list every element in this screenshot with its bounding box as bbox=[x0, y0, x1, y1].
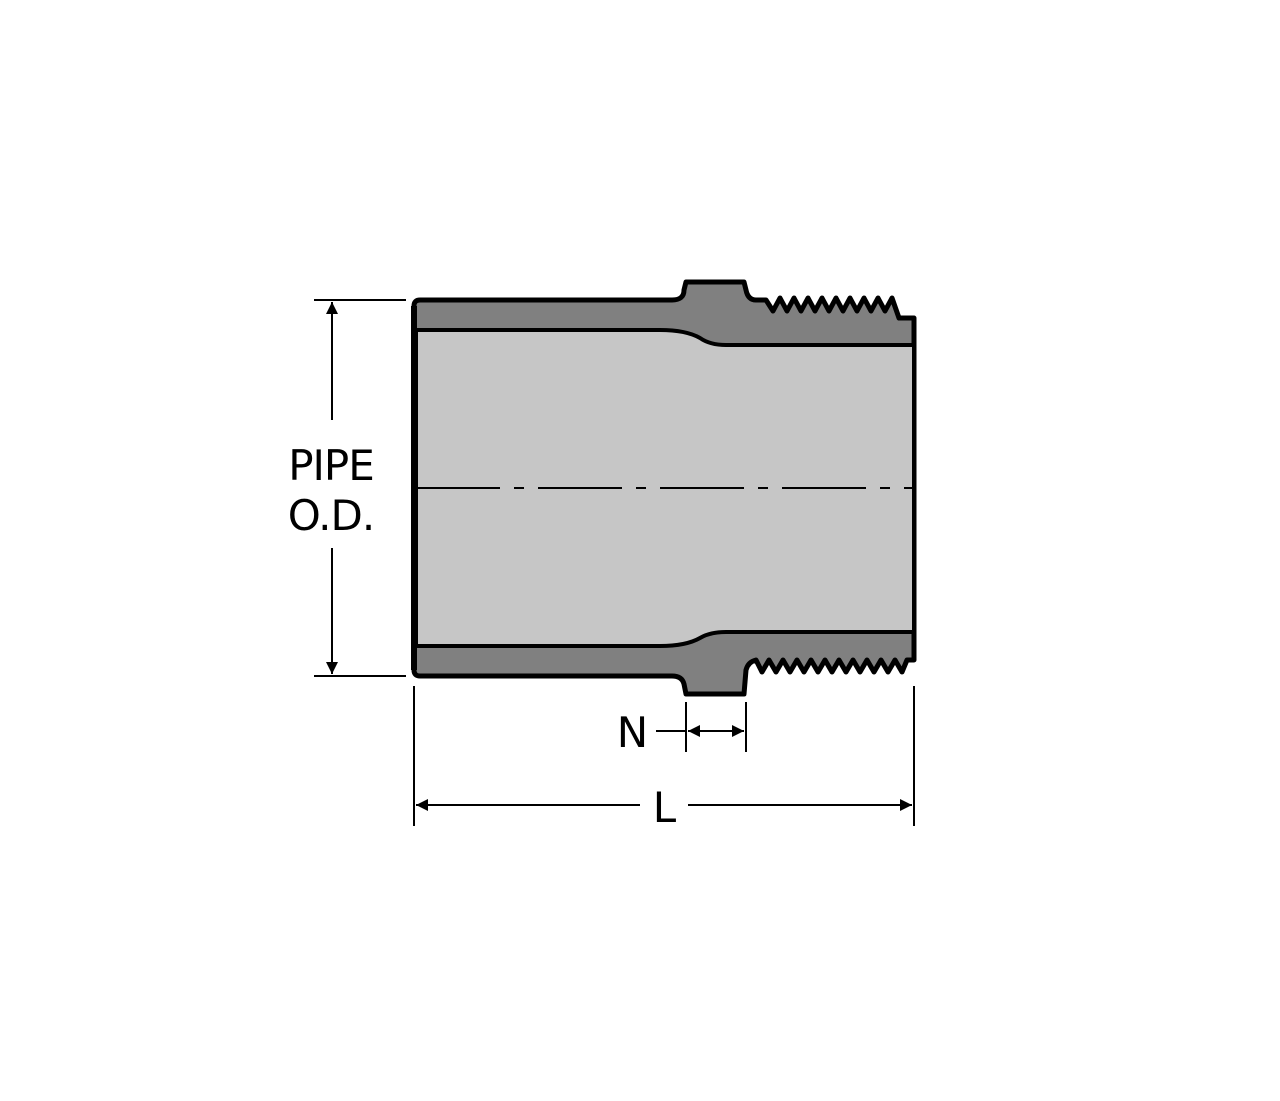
l-dimension-label: L bbox=[653, 783, 677, 832]
n-dimension-label: N bbox=[617, 708, 647, 757]
pipe-od-label-line2: O.D. bbox=[288, 491, 374, 540]
pipe-od-label-line1: PIPE bbox=[288, 441, 374, 490]
